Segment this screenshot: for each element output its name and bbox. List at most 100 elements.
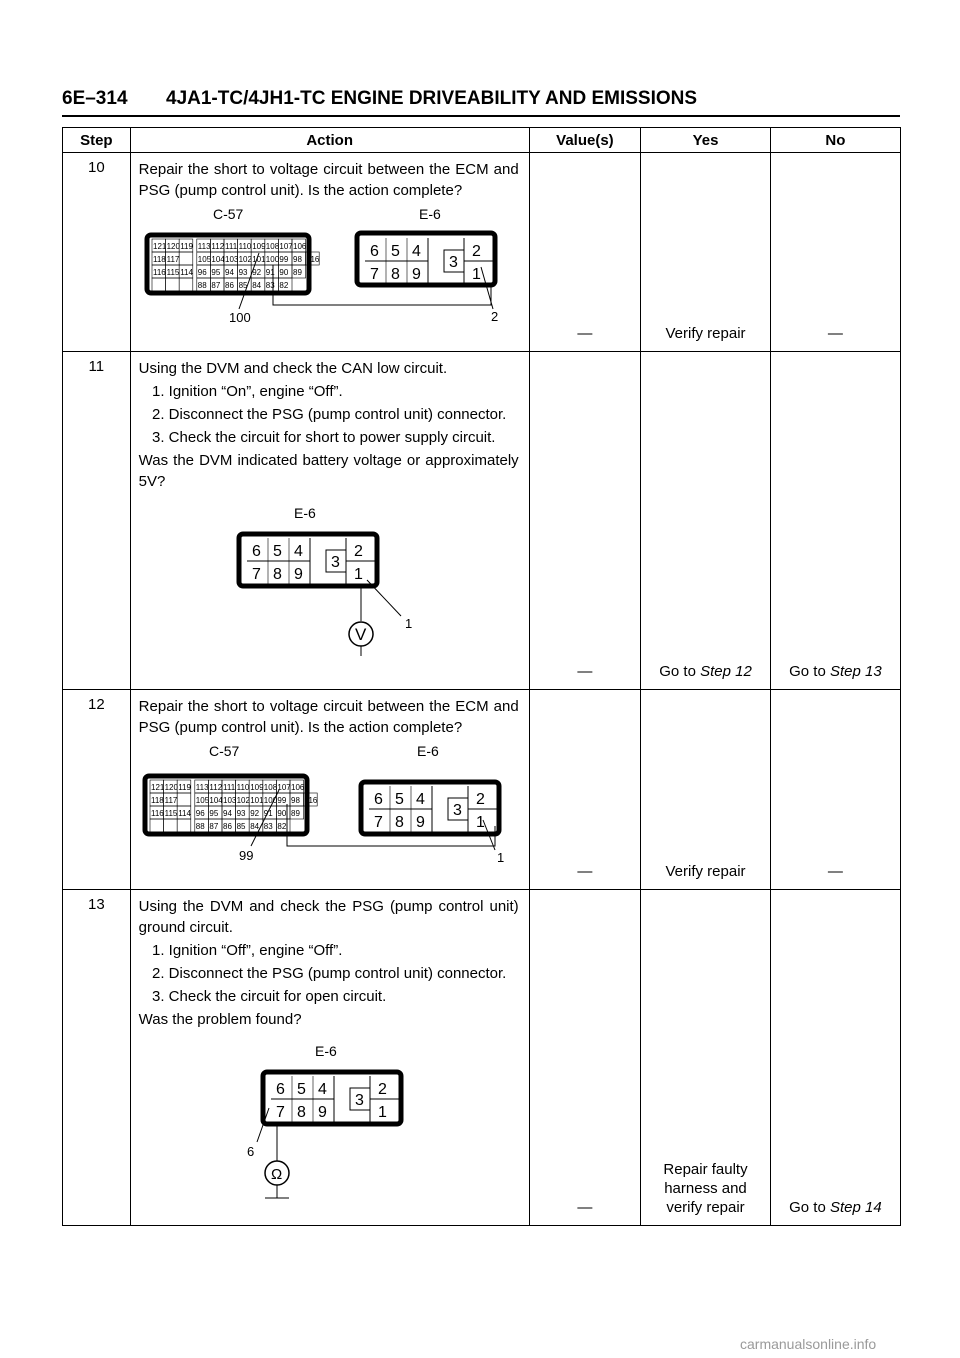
pin-label: 3 xyxy=(453,802,462,819)
svg-text:112: 112 xyxy=(209,783,222,792)
pin-label: 4 xyxy=(416,791,425,808)
pin-callout-6: 6 xyxy=(247,1144,254,1159)
pin-label: 8 xyxy=(297,1104,306,1121)
pin-leader xyxy=(256,1107,270,1143)
action-cell: Using the DVM and check the CAN low circ… xyxy=(129,351,530,690)
connector-label-e6: E-6 xyxy=(294,505,316,521)
svg-text:88: 88 xyxy=(195,822,204,831)
value-cell: — xyxy=(528,889,642,1226)
pin-label: 5 xyxy=(395,791,404,808)
svg-text:105: 105 xyxy=(195,796,209,805)
svg-text:113: 113 xyxy=(195,783,208,792)
connector-label-c57: C-57 xyxy=(209,743,240,759)
pin-callout-1: 1 xyxy=(497,850,504,862)
col-header-step: Step xyxy=(62,127,131,153)
pin-label: 9 xyxy=(294,566,303,583)
diagnostic-table: Step Action Value(s) Yes No 10 Repair th… xyxy=(62,127,902,1226)
pin-label: 2 xyxy=(472,243,481,260)
voltmeter-symbol: V xyxy=(355,625,367,644)
step-number: 10 xyxy=(62,152,131,352)
svg-text:91: 91 xyxy=(265,268,274,277)
svg-text:111: 111 xyxy=(225,242,238,251)
yes-cell: Verify repair xyxy=(640,689,771,890)
action-text: Repair the short to voltage circuit betw… xyxy=(138,698,519,736)
question-text: Was the DVM indicated battery voltage or… xyxy=(138,452,519,490)
value-cell: — xyxy=(528,152,642,352)
svg-text:92: 92 xyxy=(250,809,259,818)
action-text: Repair the short to voltage circuit betw… xyxy=(138,161,519,199)
pin-label: 3 xyxy=(355,1092,364,1109)
pin-label: 1 xyxy=(472,266,481,283)
step-number: 12 xyxy=(62,689,131,890)
pin-leader xyxy=(366,579,402,617)
svg-text:119: 119 xyxy=(180,242,193,251)
svg-text:96: 96 xyxy=(195,809,204,818)
yes-cell: Go to Step 12 xyxy=(640,351,771,690)
sub-step: Disconnect the PSG (pump control unit) c… xyxy=(169,404,519,425)
col-header-no: No xyxy=(769,127,902,153)
no-cell: — xyxy=(769,689,902,890)
pin-callout-99: 99 xyxy=(239,848,253,862)
svg-text:100: 100 xyxy=(265,255,279,264)
svg-text:102: 102 xyxy=(238,255,252,264)
action-text: Using the DVM and check the PSG (pump co… xyxy=(138,898,519,936)
svg-text:108: 108 xyxy=(265,242,279,251)
table-row: 1 1 Using the DVM and check the CAN low c… xyxy=(62,351,902,690)
value-cell: — xyxy=(528,689,642,890)
goto-step-link[interactable]: Step 13 xyxy=(829,663,882,680)
col-header-yes: Yes xyxy=(640,127,771,153)
svg-text:113: 113 xyxy=(197,242,210,251)
svg-text:94: 94 xyxy=(225,268,234,277)
pin-label: 6 xyxy=(252,543,261,560)
pin-label: 3 xyxy=(449,254,458,271)
pin-callout-1: 1 xyxy=(405,616,412,631)
pin-label: 8 xyxy=(395,814,404,831)
pin-label: 4 xyxy=(412,243,421,260)
pin-label: 9 xyxy=(412,266,421,283)
svg-text:89: 89 xyxy=(293,268,302,277)
psg-connector xyxy=(260,1069,404,1127)
watermark: carmanualsonline.info xyxy=(740,1336,877,1352)
svg-text:92: 92 xyxy=(252,268,261,277)
svg-text:94: 94 xyxy=(223,809,232,818)
pin-label: 5 xyxy=(297,1081,306,1098)
svg-text:116: 116 xyxy=(306,255,319,264)
svg-text:95: 95 xyxy=(211,268,220,277)
sub-step: Check the circuit for short to power sup… xyxy=(169,427,519,448)
pin-label: 2 xyxy=(378,1081,387,1098)
svg-text:111: 111 xyxy=(223,783,236,792)
svg-text:98: 98 xyxy=(293,255,302,264)
yes-cell: Repair faulty harness and verify repair xyxy=(640,889,771,1226)
svg-text:101: 101 xyxy=(250,796,264,805)
no-cell: Go to Step 13 xyxy=(769,351,902,690)
pin-callout-100: 100 xyxy=(229,310,251,323)
svg-text:99: 99 xyxy=(279,255,288,264)
goto-step-link[interactable]: Step 14 xyxy=(829,1199,882,1216)
action-text: Using the DVM and check the CAN low circ… xyxy=(138,360,448,377)
pin-label: 9 xyxy=(318,1104,327,1121)
col-header-action: Action xyxy=(129,127,530,153)
pin-label: 3 xyxy=(331,554,340,571)
svg-text:87: 87 xyxy=(209,822,218,831)
svg-text:109: 109 xyxy=(252,242,266,251)
svg-text:104: 104 xyxy=(209,796,223,805)
pin-label: 4 xyxy=(318,1081,327,1098)
pin-label: 1 xyxy=(354,566,363,583)
svg-text:119: 119 xyxy=(178,783,191,792)
svg-text:93: 93 xyxy=(238,268,247,277)
sub-step: Disconnect the PSG (pump control unit) c… xyxy=(169,963,519,984)
step-number: 13 xyxy=(62,889,131,1226)
svg-text:84: 84 xyxy=(250,822,259,831)
pin-label: 2 xyxy=(476,791,485,808)
goto-step-link[interactable]: Step 12 xyxy=(700,663,752,680)
pin-label: 7 xyxy=(252,566,261,583)
goto-prefix: Go to xyxy=(659,663,701,680)
svg-text:109: 109 xyxy=(250,783,264,792)
sub-step-list: Ignition “Off”, engine “Off”. Disconnect… xyxy=(139,940,519,1007)
svg-text:110: 110 xyxy=(238,242,251,251)
svg-text:120: 120 xyxy=(166,242,180,251)
